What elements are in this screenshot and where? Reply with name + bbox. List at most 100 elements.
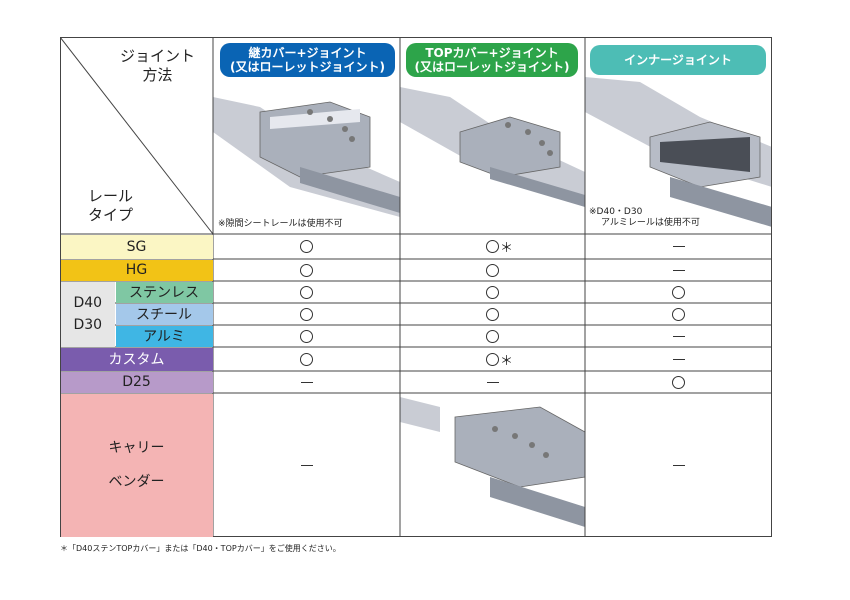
compatible-mark xyxy=(486,285,499,299)
compatible-mark xyxy=(300,285,313,299)
row-label-cell: SG xyxy=(60,234,213,259)
rail-image-col2 xyxy=(400,87,585,207)
mark-cell xyxy=(400,303,585,325)
circle-icon xyxy=(485,240,499,253)
circle-icon xyxy=(300,240,313,253)
not-applicable-mark xyxy=(672,246,685,247)
row-label-line1: キャリー xyxy=(108,440,165,456)
compatibility-table: ジョイント 方法 レール タイプ 継カバー+ジョイント (又はローレットジョイン… xyxy=(60,37,772,537)
compatible-mark xyxy=(486,263,499,277)
not-applicable-mark xyxy=(672,335,685,337)
column-header-top-cover: TOPカバー+ジョイント (又はローレットジョイント) xyxy=(406,43,578,77)
mark-cell xyxy=(213,234,400,259)
compatible-mark xyxy=(300,352,313,366)
column-header-label: インナージョイント xyxy=(624,53,732,67)
mark-cell xyxy=(213,371,400,393)
dash-icon xyxy=(300,464,313,466)
mark-cell xyxy=(585,234,772,259)
mark-cell xyxy=(213,303,400,325)
rail-image-col1 xyxy=(213,97,400,217)
column-header-sublabel: (又はローレットジョイント) xyxy=(414,60,570,74)
mark-cell xyxy=(585,371,772,393)
row-label: キャリーベンダー xyxy=(109,431,165,499)
circle-icon xyxy=(300,307,313,321)
compatible-mark xyxy=(300,329,313,343)
not-applicable-mark xyxy=(672,358,685,360)
row-label-cell: アルミ xyxy=(115,325,213,347)
mark-cell xyxy=(213,259,400,281)
compatible-mark xyxy=(672,375,685,389)
compatible-mark xyxy=(486,329,499,343)
rail-type-line2: タイプ xyxy=(88,206,134,224)
footnote: ＊「D40ステンTOPカバー」または「D40・TOPカバー」をご使用ください。 xyxy=(60,544,341,553)
circle-icon xyxy=(672,285,685,299)
column-header-joint-cover: 継カバー+ジョイント (又はローレットジョイント) xyxy=(220,43,395,77)
joint-method-line1: ジョイント xyxy=(120,47,196,65)
mark-cell xyxy=(585,281,772,303)
circle-icon xyxy=(486,307,499,321)
mark-cell xyxy=(400,259,585,281)
compatible-mark xyxy=(300,240,313,253)
mark-cell xyxy=(400,371,585,393)
row-label: カスタム xyxy=(108,352,165,368)
note-line: アルミレールは使用不可 xyxy=(601,218,700,228)
circle-icon xyxy=(486,263,499,277)
mark-cell xyxy=(585,259,772,281)
dash-icon xyxy=(672,246,685,247)
mark-cell xyxy=(213,393,400,537)
compatible-mark xyxy=(672,285,685,299)
circle-icon xyxy=(300,263,313,277)
column-header-inner-joint: インナージョイント xyxy=(590,45,766,75)
row-label: アルミ xyxy=(143,329,185,345)
note-line: ※隙間シートレールは使用不可 xyxy=(218,219,343,229)
mark-cell xyxy=(213,347,400,371)
column-header-sublabel: (又はローレットジョイント) xyxy=(230,60,385,74)
rail-type-header: レール タイプ xyxy=(88,187,133,225)
compatible-mark: ＊ xyxy=(485,350,513,369)
group-label-line1: D40 xyxy=(73,295,103,311)
group-label-line2: D30 xyxy=(73,317,103,333)
rail-image-carry-bender xyxy=(400,397,586,527)
joint-method-header: ジョイント 方法 xyxy=(120,47,195,85)
not-applicable-mark xyxy=(672,464,685,466)
mark-cell xyxy=(585,303,772,325)
row-label-cell: スチール xyxy=(115,303,213,325)
rail-type-line1: レール xyxy=(88,187,134,205)
dash-icon xyxy=(672,358,685,360)
compatible-mark xyxy=(300,263,313,277)
dash-icon xyxy=(672,335,685,337)
not-applicable-mark xyxy=(486,381,499,383)
dash-icon xyxy=(486,381,499,383)
compatible-mark xyxy=(486,307,499,321)
mark-cell xyxy=(585,393,772,537)
circle-icon xyxy=(300,352,313,366)
row-label-cell: D25 xyxy=(60,371,213,393)
circle-icon xyxy=(300,329,313,343)
dash-icon xyxy=(672,269,685,271)
compatible-mark: ＊ xyxy=(485,237,513,256)
not-applicable-mark xyxy=(300,464,313,466)
circle-icon xyxy=(486,329,499,343)
footnote-star: ＊ xyxy=(499,353,513,369)
circle-icon xyxy=(672,307,685,321)
row-label-cell: キャリーベンダー xyxy=(60,393,213,537)
row-label: HG xyxy=(125,262,148,278)
not-applicable-mark xyxy=(300,381,313,383)
circle-icon xyxy=(485,352,499,366)
mark-cell: ＊ xyxy=(400,234,585,259)
dash-icon xyxy=(672,464,685,466)
row-label-cell: HG xyxy=(60,259,213,281)
note-line: ※D40・D30 xyxy=(589,207,643,217)
mark-cell: ＊ xyxy=(400,347,585,371)
circle-icon xyxy=(672,375,685,389)
not-applicable-mark xyxy=(672,269,685,271)
mark-cell xyxy=(585,325,772,347)
circle-icon xyxy=(486,285,499,299)
column-header-label: TOPカバー+ジョイント xyxy=(425,46,559,60)
circle-icon xyxy=(300,285,313,299)
mark-cell xyxy=(400,325,585,347)
row-label: D25 xyxy=(122,374,151,390)
column-header-label: 継カバー+ジョイント xyxy=(248,46,367,60)
mark-cell xyxy=(400,281,585,303)
